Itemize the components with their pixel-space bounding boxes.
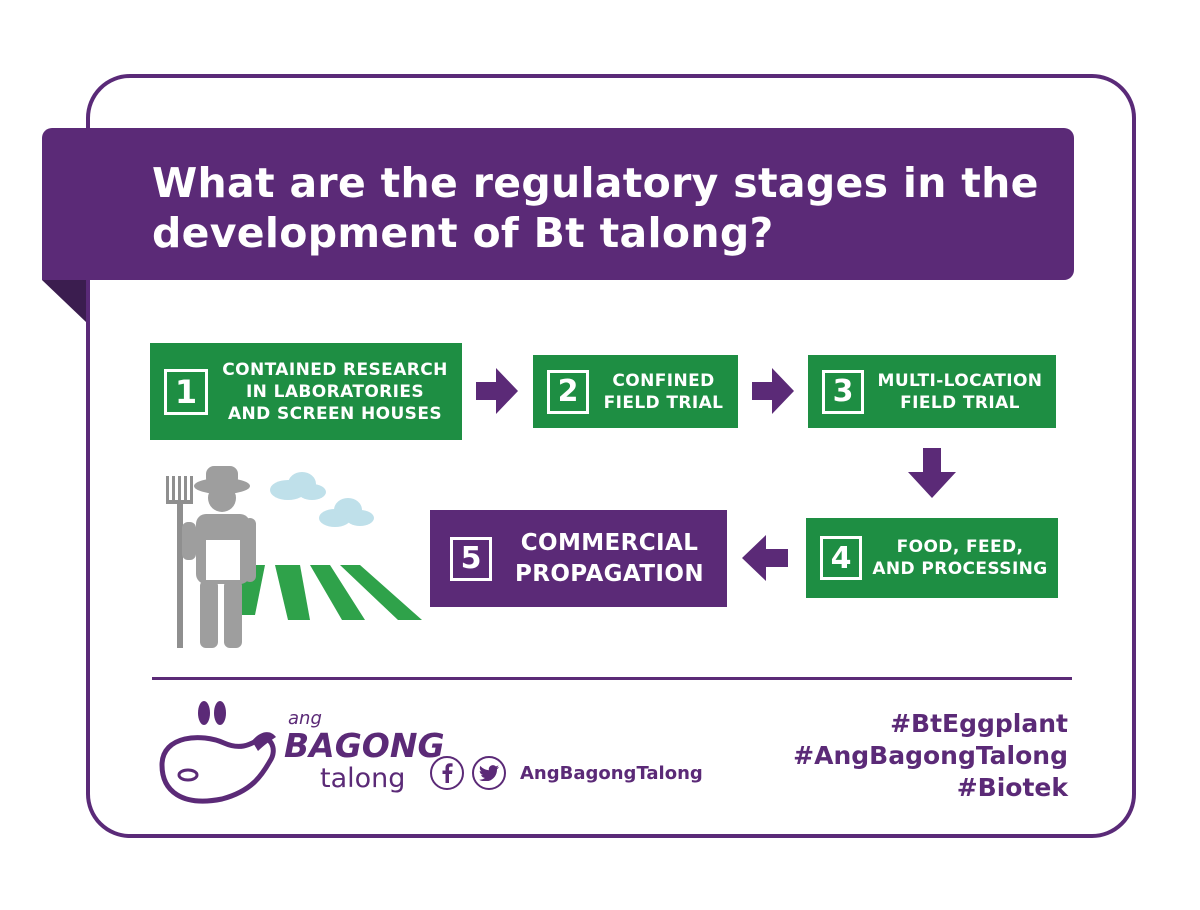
crop-rows (235, 565, 422, 620)
eggplant-logo (159, 701, 276, 804)
arrow-right-icon (476, 368, 518, 414)
arrow-right-icon (752, 368, 794, 414)
hashtags: #BtEggplant #AngBagongTalong #Biotek (793, 708, 1068, 804)
stage-number-4: 4 (820, 536, 862, 580)
stage-5-label-line: PROPAGATION (514, 560, 704, 587)
stage-3-label-line: MULTI-LOCATION (877, 370, 1043, 391)
hashtag[interactable]: #BtEggplant (890, 709, 1068, 738)
stage-1-label-line: CONTAINED RESEARCH (222, 359, 448, 380)
stage-5-label-line: COMMERCIAL (520, 529, 699, 556)
stage-number-1: 1 (164, 368, 208, 415)
cloud-icon (319, 498, 374, 527)
apron (206, 540, 240, 580)
stage-1-box: 1 CONTAINED RESEARCH IN LABORATORIES AND… (150, 343, 462, 440)
banner-fold (42, 280, 86, 322)
logo-ang: ang (288, 708, 322, 729)
stage-4-label-line: AND PROCESSING (872, 559, 1048, 579)
stage-1-label-line: AND SCREEN HOUSES (228, 403, 442, 424)
logo-bagong: BAGONG (284, 726, 445, 765)
title-line-2: development of Bt talong? (152, 209, 774, 257)
page-title: What are the regulatory stages in the de… (152, 158, 1052, 258)
stage-number-3: 3 (822, 369, 864, 414)
stage-4-label: FOOD, FEED, AND PROCESSING (862, 536, 1058, 580)
stage-4-box: 4 FOOD, FEED, AND PROCESSING (806, 518, 1058, 598)
stage-3-box: 3 MULTI-LOCATION FIELD TRIAL (808, 355, 1056, 428)
title-banner (42, 128, 1074, 280)
hashtag[interactable]: #Biotek (956, 773, 1068, 802)
title-line-1: What are the regulatory stages in the (152, 159, 1039, 207)
stage-2-label-line: FIELD TRIAL (603, 392, 724, 413)
hashtag[interactable]: #AngBagongTalong (793, 741, 1068, 770)
stage-4-label-line: FOOD, FEED, (896, 537, 1024, 557)
stage-2-label: CONFINED FIELD TRIAL (589, 370, 738, 414)
stage-3-label-line: FIELD TRIAL (900, 392, 1020, 413)
stage-3-label: MULTI-LOCATION FIELD TRIAL (864, 370, 1056, 414)
logo-text: ang BAGONG talong (284, 710, 445, 794)
stage-1-label: CONTAINED RESEARCH IN LABORATORIES AND S… (208, 359, 462, 425)
social-handle[interactable]: AngBagongTalong (520, 762, 703, 784)
stage-5-box: 5 COMMERCIAL PROPAGATION (430, 510, 727, 607)
logo-talong: talong (320, 763, 406, 794)
footer-divider (152, 677, 1072, 680)
twitter-icon[interactable] (472, 756, 506, 790)
farmer-illustration (166, 466, 422, 648)
stage-2-box: 2 CONFINED FIELD TRIAL (533, 355, 738, 428)
stage-1-label-line: IN LABORATORIES (245, 381, 425, 402)
arrow-left-icon (742, 535, 788, 581)
stage-2-label-line: CONFINED (612, 370, 715, 391)
social-links: AngBagongTalong (430, 756, 703, 790)
stage-number-2: 2 (547, 369, 589, 414)
facebook-icon[interactable] (430, 756, 464, 790)
cloud-icon (270, 472, 326, 500)
stage-number-5: 5 (450, 536, 492, 581)
arrow-down-icon (908, 448, 956, 498)
stage-5-label: COMMERCIAL PROPAGATION (492, 528, 727, 590)
pitchfork-icon (166, 476, 193, 648)
